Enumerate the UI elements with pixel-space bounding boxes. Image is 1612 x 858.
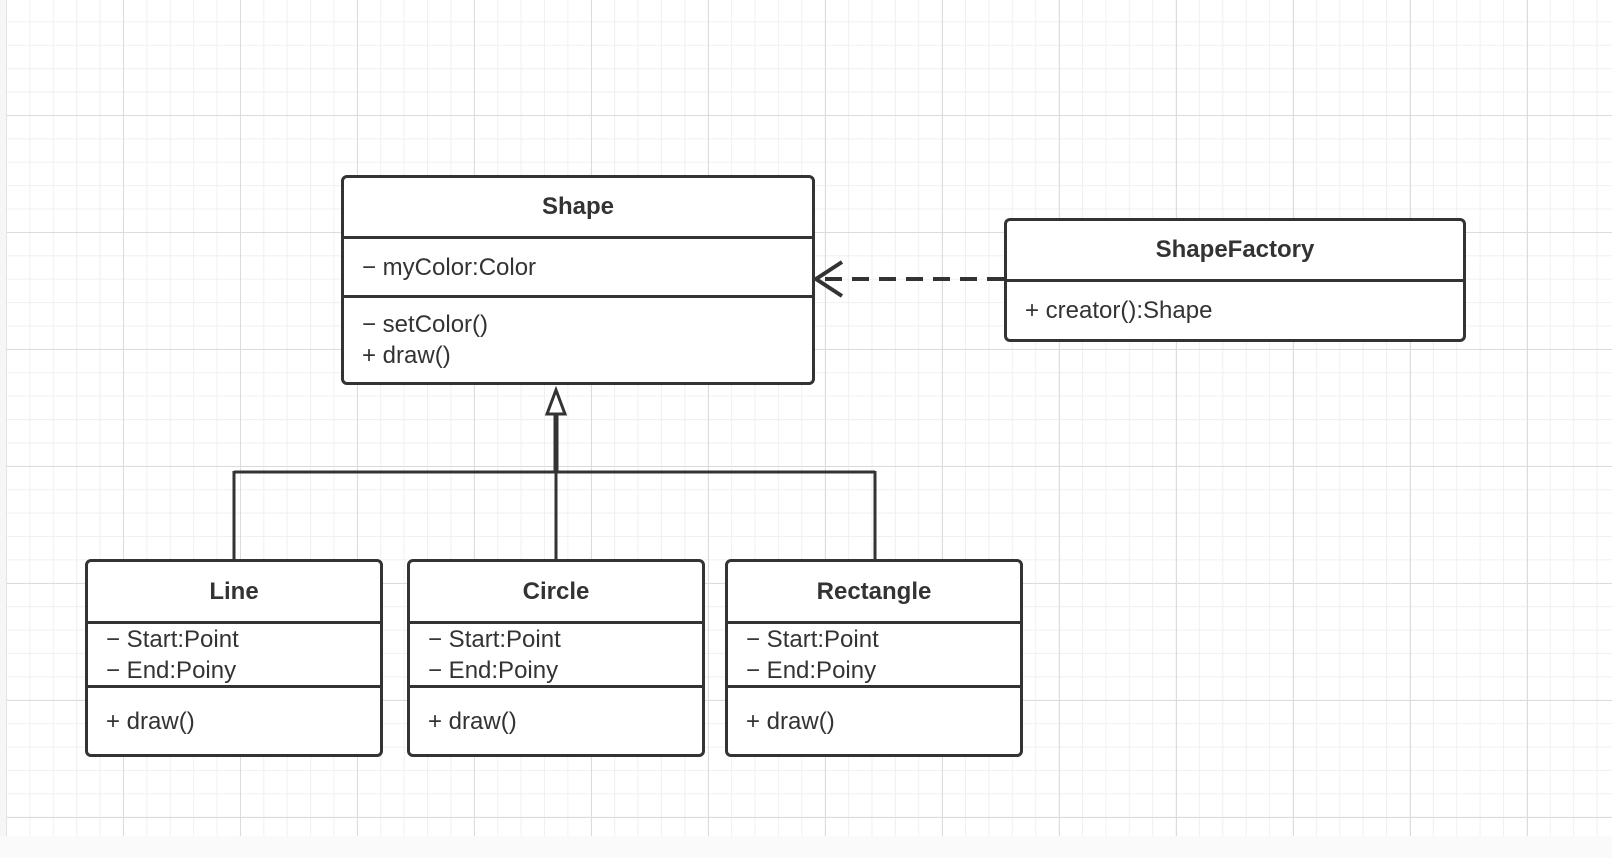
- line-attribute-start: − Start:Point: [106, 625, 239, 653]
- circle-method-draw: + draw(): [428, 707, 517, 735]
- class-shapefactory-methods: + creator():Shape: [1007, 282, 1463, 339]
- shapefactory-method-creator: + creator():Shape: [1025, 297, 1213, 324]
- class-shapefactory[interactable]: ShapeFactory + creator():Shape: [1004, 218, 1466, 342]
- shape-attribute-mycolor: − myColor:Color: [362, 253, 537, 281]
- class-line-title: Line: [88, 562, 380, 624]
- class-shape-methods: − setColor() + draw(): [344, 298, 812, 382]
- shape-method-draw: + draw(): [362, 342, 451, 369]
- inheritance-triangle-arrowhead: [544, 385, 568, 416]
- dependency-arrowhead: [812, 260, 844, 298]
- class-line-methods: + draw(): [88, 688, 380, 754]
- rectangle-method-draw: + draw(): [746, 707, 835, 735]
- canvas-bottom-edge: [0, 836, 1612, 858]
- class-rectangle-methods: + draw(): [728, 688, 1020, 754]
- circle-attribute-end: − End:Poiny: [428, 656, 559, 684]
- class-line[interactable]: Line − Start:Point − End:Poiny + draw(): [85, 559, 383, 757]
- class-shape-attributes: − myColor:Color: [344, 239, 812, 298]
- class-rectangle-title: Rectangle: [728, 562, 1020, 624]
- class-shape[interactable]: Shape − myColor:Color − setColor() + dra…: [341, 175, 815, 385]
- shape-method-setcolor: − setColor(): [362, 311, 489, 338]
- rectangle-attribute-end: − End:Poiny: [746, 656, 877, 684]
- class-shapefactory-title: ShapeFactory: [1007, 221, 1463, 282]
- canvas-left-edge: [0, 0, 7, 858]
- line-method-draw: + draw(): [106, 707, 195, 735]
- class-circle-methods: + draw(): [410, 688, 702, 754]
- class-shape-title: Shape: [344, 178, 812, 239]
- class-circle-attributes: − Start:Point − End:Poiny: [410, 624, 702, 688]
- class-circle[interactable]: Circle − Start:Point − End:Poiny + draw(…: [407, 559, 705, 757]
- rectangle-attribute-start: − Start:Point: [746, 625, 879, 653]
- class-rectangle-attributes: − Start:Point − End:Poiny: [728, 624, 1020, 688]
- class-rectangle[interactable]: Rectangle − Start:Point − End:Poiny + dr…: [725, 559, 1023, 757]
- line-attribute-end: − End:Poiny: [106, 656, 237, 684]
- class-circle-title: Circle: [410, 562, 702, 624]
- circle-attribute-start: − Start:Point: [428, 625, 561, 653]
- class-line-attributes: − Start:Point − End:Poiny: [88, 624, 380, 688]
